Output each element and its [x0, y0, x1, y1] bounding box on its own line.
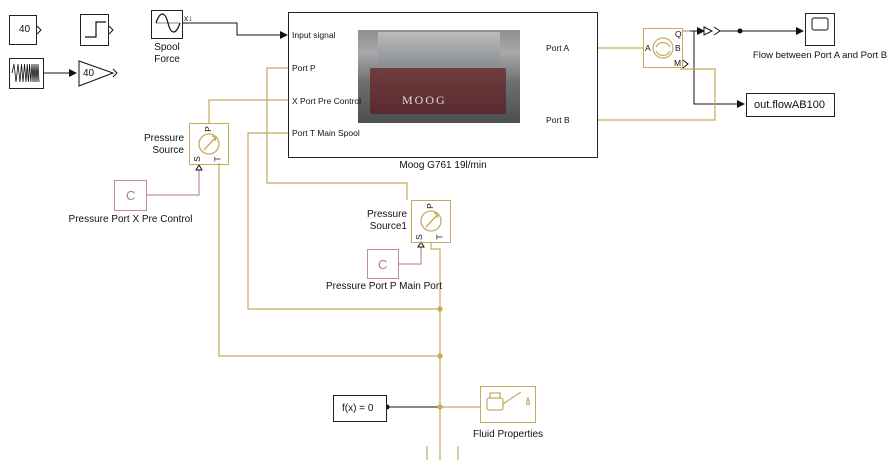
hyd-line-port-b-to-flow-sensor[interactable] — [598, 69, 715, 120]
to-workspace-value: out.flowAB100 — [754, 99, 825, 111]
spool-force-port-symbol: x↓ — [184, 13, 193, 23]
constant-pressure-x-label: Pressure Port X Pre Control — [58, 214, 203, 225]
ps-line-const-p-to-source1[interactable] — [399, 243, 421, 264]
signal-line-to-workspace[interactable] — [694, 31, 744, 104]
constant-pressure-p-label: Pressure Port P Main Port — [318, 281, 450, 292]
solver-configuration-block[interactable]: f(x) = 0 — [333, 395, 387, 422]
spool-force-label-line1: Spool — [151, 42, 183, 53]
moog-valve-photo: MOOG — [358, 30, 520, 123]
signal-line-spool-force-to-input[interactable] — [183, 23, 287, 35]
pressure-source-port-t: T — [213, 156, 223, 161]
constant-pressure-x-block[interactable]: C — [114, 180, 147, 211]
constant-40-block[interactable]: 40 — [9, 15, 37, 45]
scope-block[interactable] — [805, 13, 835, 46]
pressure-source1-label-line2: Source1 — [350, 221, 407, 232]
junction-dot — [437, 306, 442, 311]
constant-40-value: 40 — [19, 24, 30, 35]
spool-force-label-line2: Force — [148, 54, 186, 65]
flow-sensor-port-a: A — [645, 43, 651, 53]
spool-force-block[interactable] — [151, 10, 183, 39]
junction-dot — [437, 404, 442, 409]
pressure-source-label-line2: Source — [130, 145, 184, 156]
pressure-source1-label-line1: Pressure — [350, 209, 407, 220]
pressure-source1-port-t: T — [435, 234, 445, 239]
moog-port-a: Port A — [546, 43, 595, 53]
solver-value: f(x) = 0 — [342, 403, 373, 414]
moog-port-t-main-spool: Port T Main Spool — [292, 128, 360, 138]
moog-port-b: Port B — [546, 115, 595, 125]
flow-sensor-port-q: Q — [675, 29, 682, 39]
hyd-line-x-pre-control[interactable] — [209, 100, 288, 123]
constant-pressure-p-block[interactable]: C — [367, 249, 399, 279]
fluid-properties-label: Fluid Properties — [462, 429, 554, 440]
flow-sensor-port-m: M — [674, 58, 681, 68]
moog-port-x-pre-control: X Port Pre Control — [292, 96, 361, 106]
ps-line-const-x-to-source[interactable] — [147, 165, 199, 195]
constant-symbol: C — [126, 188, 135, 203]
fluid-properties-block[interactable] — [480, 386, 536, 423]
pressure-source-port-p: P — [203, 126, 213, 132]
converter-icon — [714, 27, 720, 35]
junction-dot — [437, 353, 442, 358]
pressure-source-label-line1: Pressure — [130, 133, 184, 144]
hyd-line-source1-t-return[interactable] — [431, 243, 440, 460]
outport-chevron — [683, 60, 688, 68]
chirp-block[interactable] — [9, 58, 44, 89]
to-workspace-block[interactable]: out.flowAB100 — [746, 93, 835, 117]
pressure-source1-port-p: P — [425, 203, 435, 209]
valve-brand-logo: MOOG — [402, 93, 447, 108]
valve-top-body — [378, 32, 500, 66]
flow-sensor-port-b: B — [675, 43, 681, 53]
inport-triangle — [704, 27, 712, 35]
moog-port-input-signal: Input signal — [292, 30, 335, 40]
outport-chevron — [37, 26, 41, 34]
outport-chevron — [109, 26, 113, 34]
gain-value: 40 — [83, 68, 94, 79]
scope-label: Flow between Port A and Port B — [744, 50, 887, 61]
moog-block-label: Moog G761 19l/min — [368, 160, 518, 171]
branch-point — [738, 29, 743, 34]
inport-triangle — [196, 165, 202, 170]
pressure-source-port-s: S — [192, 156, 202, 162]
constant-symbol: C — [378, 257, 387, 272]
moog-port-p: Port P — [292, 63, 316, 73]
step-block[interactable] — [80, 14, 109, 46]
pressure-source1-port-s: S — [414, 234, 424, 240]
